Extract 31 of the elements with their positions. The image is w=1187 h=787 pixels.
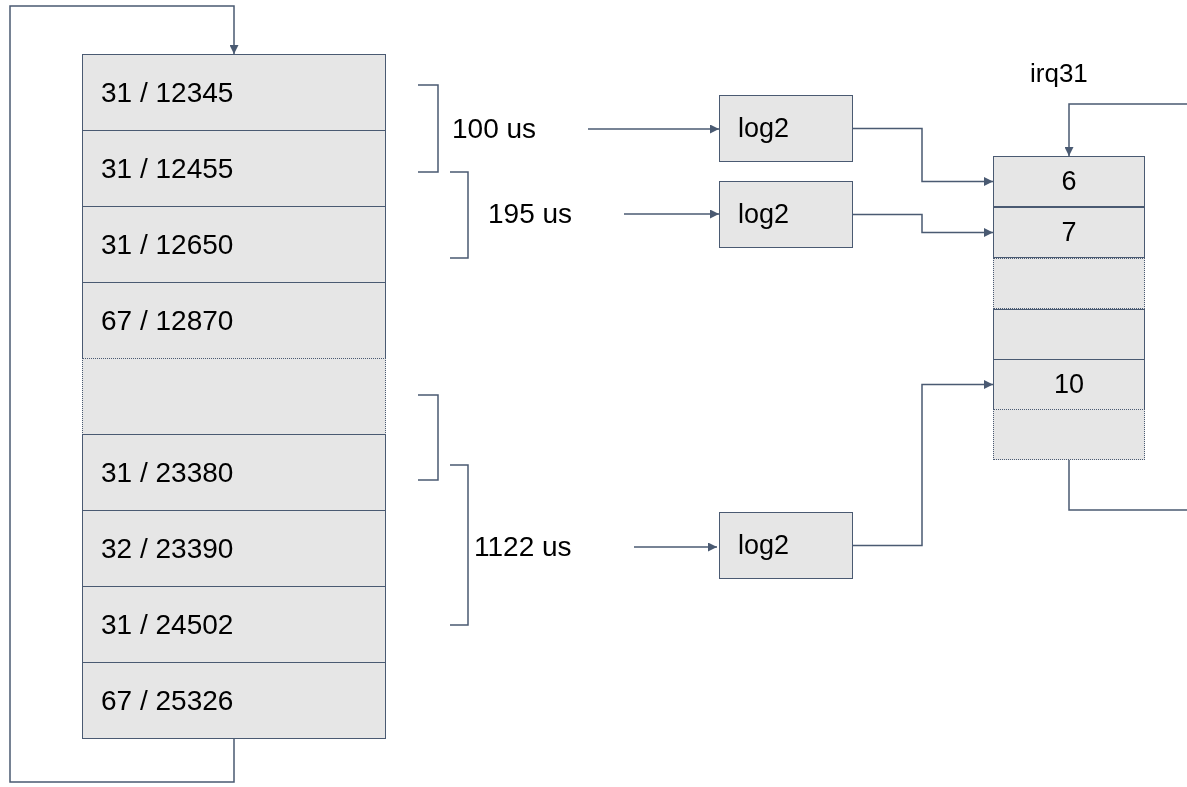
- loop-arrow: [9, 5, 239, 783]
- log2-box: log2: [719, 512, 853, 579]
- buffer-entry: 31 / 12345: [82, 54, 386, 131]
- empty-slot: [82, 358, 386, 435]
- buffer-entry: 31 / 24502: [82, 586, 386, 663]
- buffer-entry: 31 / 12455: [82, 130, 386, 207]
- histogram-bucket: 6: [993, 156, 1145, 207]
- empty-slot: [993, 258, 1145, 309]
- buffer-entry: 31 / 23380: [82, 434, 386, 511]
- arrow: [852, 213, 994, 237]
- histogram-bucket: 10: [993, 359, 1145, 410]
- histogram-bucket: 7: [993, 207, 1145, 258]
- empty-slot: [993, 309, 1145, 360]
- arrow: [852, 127, 994, 186]
- log2-box: log2: [719, 95, 853, 162]
- log2-box: log2: [719, 181, 853, 248]
- queue-label: irq31: [1030, 58, 1088, 89]
- connector-line: [1068, 459, 1187, 511]
- duration-label: 195 us: [488, 194, 606, 234]
- arrow: [633, 542, 718, 552]
- arrow: [587, 124, 720, 134]
- buffer-entry: 67 / 25326: [82, 662, 386, 739]
- arrow: [1064, 103, 1187, 157]
- arrow: [852, 380, 994, 547]
- arrow: [623, 209, 720, 219]
- buffer-entry: 67 / 12870: [82, 282, 386, 359]
- duration-label: 100 us: [452, 109, 570, 149]
- empty-slot: [993, 409, 1145, 460]
- buffer-entry: 31 / 12650: [82, 206, 386, 283]
- duration-label: 1122 us: [474, 527, 614, 567]
- buffer-entry: 32 / 23390: [82, 510, 386, 587]
